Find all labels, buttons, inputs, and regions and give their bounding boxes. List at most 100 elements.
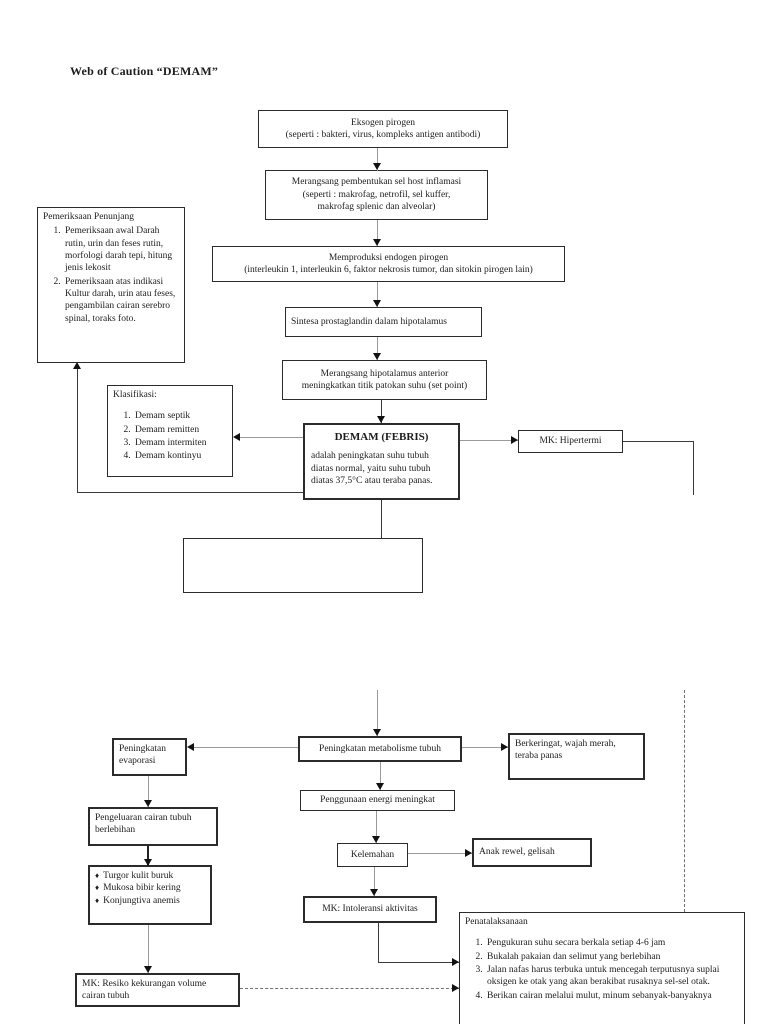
node-text: Penggunaan energi meningkat (320, 795, 435, 806)
connector-mkresiko-penatalaksanaan-dashed (240, 988, 459, 989)
list-item: Pemeriksaan atas indikasi Kultur darah, … (63, 276, 179, 325)
connector-metabolisme-evaporasi-line (193, 747, 298, 748)
arrowhead-down (144, 800, 152, 807)
node-text: Peningkatan (119, 744, 166, 754)
pemeriksaan-list: Pemeriksaan awal Darah rutin, urin dan f… (43, 225, 179, 325)
connector-dehidrasi-mkresiko-line (148, 925, 149, 973)
node-text: Anak rewel, gelisah (479, 847, 555, 858)
connector-demam-emptybox-line (381, 500, 382, 538)
arrowhead-down (373, 353, 381, 360)
node-peningkatan-metabolisme: Peningkatan metabolisme tubuh (298, 736, 462, 762)
bullet-item: ♦ Mukosa bibir kering (95, 882, 205, 894)
node-text: (interleukin 1, interleukin 6, faktor ne… (244, 265, 533, 275)
arrowhead-left (187, 743, 194, 751)
connector-hipertermi-penatalaksanaan-dashed (684, 690, 685, 912)
node-heading: DEMAM (FEBRIS) (334, 431, 429, 443)
bullet-item: ♦ Turgor kulit buruk (95, 870, 205, 882)
node-text: (seperti : bakteri, virus, kompleks anti… (285, 130, 481, 140)
node-text: meningkatkan titik patokan suhu (set poi… (301, 381, 468, 391)
connector-metabolisme-berkeringat-line (462, 747, 508, 748)
node-text: MK: Intoleransi aktivitas (322, 904, 418, 915)
node-empty-box (183, 538, 423, 593)
list-item: Pengukuran suhu secara berkala setiap 4-… (485, 937, 739, 949)
bullet-icon: ♦ (95, 883, 100, 893)
node-sintesa-prostaglandin: Sintesa prostaglandin dalam hipotalamus (285, 307, 482, 337)
page-title: Web of Caution “DEMAM” (70, 64, 219, 78)
connector-setpoint-demam-line (381, 400, 382, 423)
connector-endogen-sintesa-line (377, 282, 378, 307)
node-mk-hipertermi: MK: Hipertermi (518, 430, 623, 453)
arrowhead-down (370, 889, 378, 896)
connector-pengeluaran-dehidrasi-line (147, 846, 149, 866)
node-penatalaksanaan: Penatalaksanaan Pengukuran suhu secara b… (459, 912, 745, 1024)
connector-evaporasi-pengeluaran-line (148, 776, 149, 807)
list-item: Berikan cairan melalui mulut, minum seba… (485, 990, 739, 1002)
connector-kelemahan-anakrewel-line (408, 853, 472, 854)
connector-eksogen-host-line (377, 148, 378, 171)
node-text: Mukosa bibir kering (103, 883, 181, 894)
arrowhead-left (233, 433, 240, 441)
node-heading: Pemeriksaan Penunjang (43, 212, 135, 222)
node-text: makrofag splenic dan alveolar) (317, 202, 436, 213)
connector-demam-hipertermi-line (460, 440, 518, 441)
bullet-icon: ♦ (95, 895, 100, 905)
arrowhead-down (373, 239, 381, 246)
connector-demam-klasifikasi-line (240, 437, 303, 438)
node-text: teraba panas (515, 751, 563, 762)
node-kelemahan: Kelemahan (337, 843, 408, 867)
node-penggunaan-energi: Penggunaan energi meningkat (300, 790, 455, 811)
list-item: Bukalah pakaian dan selimut yang berlebi… (485, 951, 739, 963)
arrowhead-right (465, 849, 472, 857)
arrowhead-down (372, 836, 380, 843)
node-anak-rewel: Anak rewel, gelisah (472, 838, 592, 867)
bullet-item: ♦ Konjungtiva anemis (95, 895, 205, 907)
node-text: MK: Resiko kekurangan volume (82, 979, 207, 989)
connector-pemeriksaan-elbow-h (77, 492, 303, 493)
connector-sintesa-setpoint-line (377, 337, 378, 360)
node-text: adalah peningkatan suhu tubuh diatas nor… (311, 451, 433, 486)
list-item: Demam remitten (133, 424, 227, 436)
connector-top-metabolisme-line (377, 690, 378, 736)
node-mk-intoleransi: MK: Intoleransi aktivitas (303, 896, 437, 923)
node-demam-febris: DEMAM (FEBRIS) adalah peningkatan suhu t… (303, 423, 460, 500)
list-item: Demam kontinyu (133, 450, 227, 462)
arrowhead-up (73, 362, 81, 369)
bullet-icon: ♦ (95, 871, 100, 880)
connector-energi-kelemahan-line (376, 811, 377, 843)
node-set-point: Merangsang hipotalamus anterior meningka… (282, 360, 487, 400)
arrowhead-down (377, 416, 385, 423)
arrowhead-right (501, 743, 508, 751)
arrowhead-right (452, 984, 459, 992)
arrowhead-down (376, 783, 384, 790)
node-heading: Klasifikasi: (113, 390, 157, 400)
node-text: Merangsang pembentukan sel host inflamas… (291, 177, 462, 188)
connector-host-endogen-line (377, 220, 378, 246)
node-text: Sintesa prostaglandin dalam hipotalamus (291, 316, 447, 327)
node-text: Peningkatan metabolisme tubuh (319, 743, 441, 754)
node-klasifikasi: Klasifikasi: Demam septik Demam remitten… (107, 385, 233, 477)
connector-hipertermi-elbow-h (623, 441, 693, 442)
list-item: Demam septik (133, 410, 227, 422)
node-pemeriksaan-penunjang: Pemeriksaan Penunjang Pemeriksaan awal D… (37, 207, 185, 363)
arrowhead-down (373, 163, 381, 170)
node-endogen-pirogen: Memproduksi endogen pirogen (interleukin… (212, 246, 565, 282)
arrowhead-down (144, 966, 152, 973)
connector-pemeriksaan-elbow-v (77, 369, 78, 492)
node-mk-resiko-cairan: MK: Resiko kekurangan volume cairan tubu… (75, 973, 240, 1007)
penatalaksanaan-list: Pengukuran suhu secara berkala setiap 4-… (465, 937, 739, 1002)
node-text: Turgor kulit buruk (103, 871, 174, 881)
node-text: Kelemahan (350, 849, 395, 860)
list-item: Demam intermiten (133, 437, 227, 449)
arrowhead-right (452, 958, 459, 966)
connector-metabolisme-energi-line (380, 762, 381, 790)
node-text: Berkeringat, wajah merah, (515, 739, 616, 749)
node-pengeluaran-cairan: Pengeluaran cairan tubuh berlebihan (88, 807, 218, 846)
list-item: Jalan nafas harus terbuka untuk mencegah… (485, 964, 739, 989)
node-peningkatan-evaporasi: Peningkatan evaporasi (112, 738, 187, 776)
arrowhead-down (373, 300, 381, 307)
arrowhead-right (511, 436, 518, 444)
node-text: evaporasi (119, 756, 156, 767)
arrowhead-down (144, 859, 152, 866)
node-text: Memproduksi endogen pirogen (328, 252, 449, 263)
